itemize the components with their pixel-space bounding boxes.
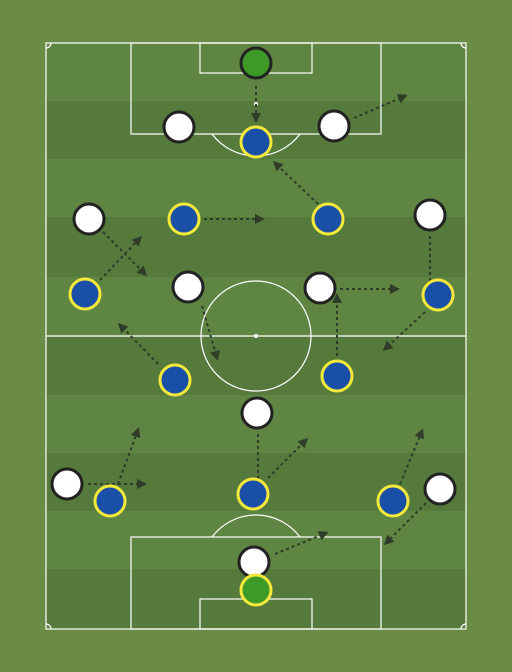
team-b-goalkeeper-gk-bottom[interactable] [239,573,273,607]
pitch-stripe [46,337,466,395]
corner-arc-top-left [45,42,52,49]
pitch-stripe [46,159,466,217]
team-b-player-b-cm-left[interactable] [158,363,192,397]
team-b-player-b-mid-left[interactable] [167,202,201,236]
movement-arrow [267,437,309,479]
team-a-player-a-mid-right[interactable] [303,271,337,305]
team-a-goalkeeper-gk-top[interactable] [239,46,273,80]
team-a-player-a-def-left[interactable] [162,110,196,144]
team-a-player-a-fwd-center[interactable] [240,396,274,430]
center-spot [253,333,259,339]
bottom-penalty-arc [211,514,301,538]
team-a-player-a-fwd-bottom[interactable] [237,545,271,579]
team-b-player-b-mid-right[interactable] [311,202,345,236]
center-circle [200,280,312,392]
team-a-player-a-mid-far-right[interactable] [413,198,447,232]
players [50,46,457,607]
team-b-player-b-def-center[interactable] [236,477,270,511]
team-a-player-a-mid-far-left[interactable] [72,202,106,236]
corner-arc-bottom-right [460,623,467,630]
pitch-stripe [46,277,466,337]
team-b-player-b-def-right[interactable] [376,484,410,518]
team-a-player-a-mid-left[interactable] [171,270,205,304]
team-b-player-b-fwd-center[interactable] [239,125,273,159]
team-b-player-b-wing-right[interactable] [421,278,455,312]
team-b-player-b-def-left[interactable] [93,484,127,518]
movement-arrow [99,235,143,281]
corner-arc-top-right [460,42,467,49]
team-a-player-a-fwd-right[interactable] [423,472,457,506]
team-a-player-a-def-right[interactable] [317,109,351,143]
team-a-player-a-fwd-left[interactable] [50,467,84,501]
movement-arrow [272,160,319,205]
pitch-stripe [46,217,466,277]
team-b-player-b-wing-left[interactable] [68,277,102,311]
corner-arc-bottom-left [45,623,52,630]
team-b-player-b-cm-right[interactable] [320,359,354,393]
movement-arrow [102,231,148,277]
